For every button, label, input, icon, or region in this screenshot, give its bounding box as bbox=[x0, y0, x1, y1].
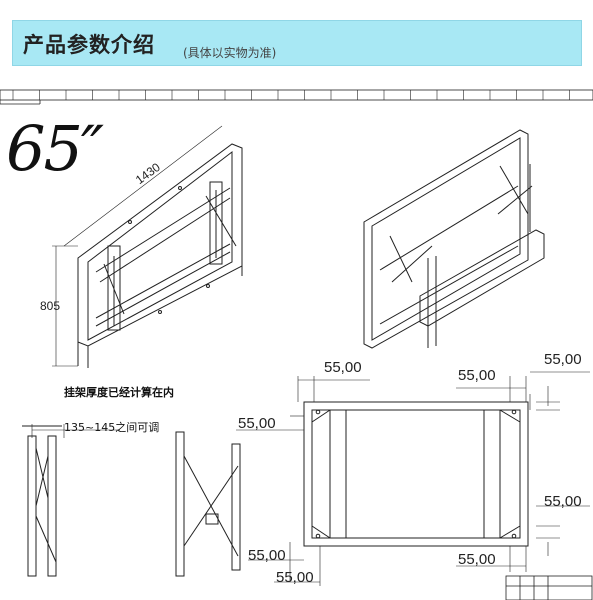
width-dimension: 1430 bbox=[133, 160, 163, 187]
depth-range-note: 135~145之间可调 bbox=[64, 421, 160, 434]
depth-dim-lines bbox=[31, 424, 120, 438]
technical-drawing: 1430 805 bbox=[0, 89, 593, 600]
dim-right-lower: 55,00 bbox=[544, 493, 582, 510]
front-frame bbox=[303, 401, 529, 547]
drawing-ruler bbox=[0, 89, 593, 105]
dim-bottom-left-1: 55,00 bbox=[248, 547, 286, 564]
screen-size-label: 65″ bbox=[6, 112, 104, 185]
iso-frame-left bbox=[77, 143, 243, 368]
dim-lines-left bbox=[52, 125, 223, 367]
dim-top-mid: 55,00 bbox=[458, 367, 496, 384]
dim-top-right: 55,00 bbox=[544, 351, 582, 368]
dim-bottom-mid: 55,00 bbox=[458, 551, 496, 568]
front-dim-lines bbox=[236, 371, 590, 586]
header-bar: 产品参数介绍 (具体以实物为准) bbox=[12, 20, 582, 66]
page-title: 产品参数介绍 bbox=[23, 33, 155, 57]
side-view-right bbox=[175, 431, 241, 577]
page-subtitle: (具体以实物为准) bbox=[183, 46, 277, 60]
dim-top-left: 55,00 bbox=[324, 359, 362, 376]
side-view-left bbox=[22, 425, 62, 577]
title-block bbox=[505, 575, 593, 600]
height-dimension: 805 bbox=[40, 299, 60, 313]
dim-bottom-left-2: 55,00 bbox=[276, 569, 314, 586]
thickness-note: 挂架厚度已经计算在内 bbox=[64, 386, 174, 399]
iso-frame-right bbox=[363, 129, 545, 349]
dim-left-upper: 55,00 bbox=[238, 415, 276, 432]
